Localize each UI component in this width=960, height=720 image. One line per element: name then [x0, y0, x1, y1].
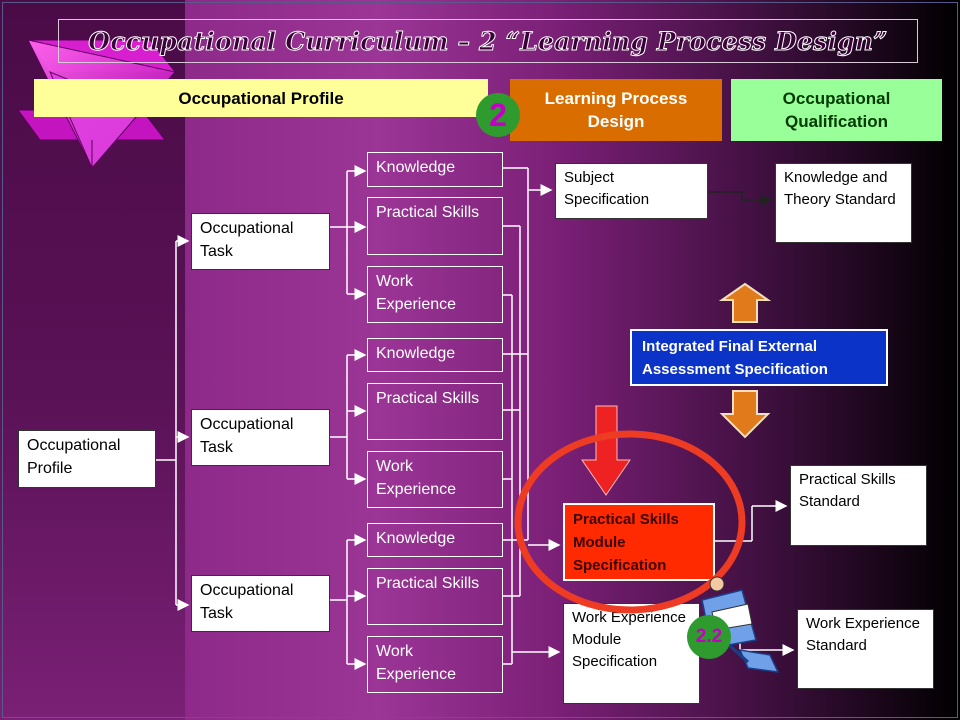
occupational-task-2: Occupational Task [191, 409, 330, 466]
work-standard-label: Work Experience Standard [806, 615, 920, 654]
subject-specification-node: Subject Specification [555, 163, 708, 219]
up-arrow-icon [718, 282, 772, 323]
occupational-task-1: Occupational Task [191, 213, 330, 270]
occupational-task-label: Occupational Task [200, 220, 294, 260]
practical-skills-node-1: Practical Skills [367, 197, 503, 255]
occupational-task-label: Occupational Task [200, 582, 294, 622]
badge-main: 2 [476, 93, 520, 137]
knowledge-label: Knowledge [376, 345, 456, 362]
work-experience-module-label: Work Experience Module Specification [572, 609, 686, 670]
practical-skills-label: Practical Skills [376, 575, 480, 592]
work-experience-label: Work Experience [376, 643, 457, 683]
page-title: Occupational Curriculum – 2 “Learning Pr… [88, 26, 888, 56]
practical-skills-standard-node: Practical Skills Standard [790, 465, 927, 546]
practical-skills-node-3: Practical Skills [367, 568, 503, 625]
subject-specification-label: Subject Specification [564, 169, 650, 208]
header-occupational-qualification: Occupational Qualification [731, 79, 942, 141]
badge-sub-label: 2.2 [695, 626, 723, 647]
practical-skills-label: Practical Skills [376, 204, 480, 221]
practical-skills-module-specification-node: Practical Skills Module Specification [563, 503, 715, 581]
occupational-profile-label: Occupational Profile [27, 437, 121, 477]
work-experience-standard-node: Work Experience Standard [797, 609, 934, 689]
knowledge-node-3: Knowledge [367, 523, 503, 557]
badge-sub: 2.2 [687, 615, 731, 659]
work-experience-node-3: Work Experience [367, 636, 503, 693]
practical-skills-label: Practical Skills [376, 390, 480, 407]
knowledge-standard-label: Knowledge and Theory Standard [784, 169, 896, 208]
integrated-assessment-specification-node: Integrated Final External Assessment Spe… [630, 329, 888, 386]
header-qualification-label: Occupational Qualification [782, 89, 891, 131]
occupational-task-3: Occupational Task [191, 575, 330, 632]
header-learning-label: Learning Process Design [544, 89, 688, 131]
practical-skills-module-label: Practical Skills Module Specification [573, 511, 679, 574]
practical-standard-label: Practical Skills Standard [799, 471, 896, 510]
knowledge-node-1: Knowledge [367, 152, 503, 187]
header-profile-label: Occupational Profile [178, 88, 344, 108]
knowledge-theory-standard-node: Knowledge and Theory Standard [775, 163, 912, 243]
work-experience-module-specification-node: Work Experience Module Specification [563, 603, 700, 704]
occupational-profile-node: Occupational Profile [18, 430, 156, 488]
header-learning-process-design: Learning Process Design [510, 79, 722, 141]
practical-skills-node-2: Practical Skills [367, 383, 503, 440]
work-experience-label: Work Experience [376, 458, 457, 498]
work-experience-label: Work Experience [376, 273, 457, 313]
down-arrow-icon [719, 390, 771, 439]
occupational-task-label: Occupational Task [200, 416, 294, 456]
red-down-arrow-icon [581, 405, 631, 496]
knowledge-label: Knowledge [376, 159, 456, 176]
header-occupational-profile: Occupational Profile [34, 79, 488, 117]
title-box: Occupational Curriculum – 2 “Learning Pr… [58, 19, 918, 63]
badge-main-label: 2 [489, 96, 507, 133]
work-experience-node-1: Work Experience [367, 266, 503, 323]
work-experience-node-2: Work Experience [367, 451, 503, 508]
knowledge-label: Knowledge [376, 530, 456, 547]
knowledge-node-2: Knowledge [367, 338, 503, 372]
assessment-label: Integrated Final External Assessment Spe… [642, 338, 828, 378]
highlight-circle [514, 430, 746, 614]
